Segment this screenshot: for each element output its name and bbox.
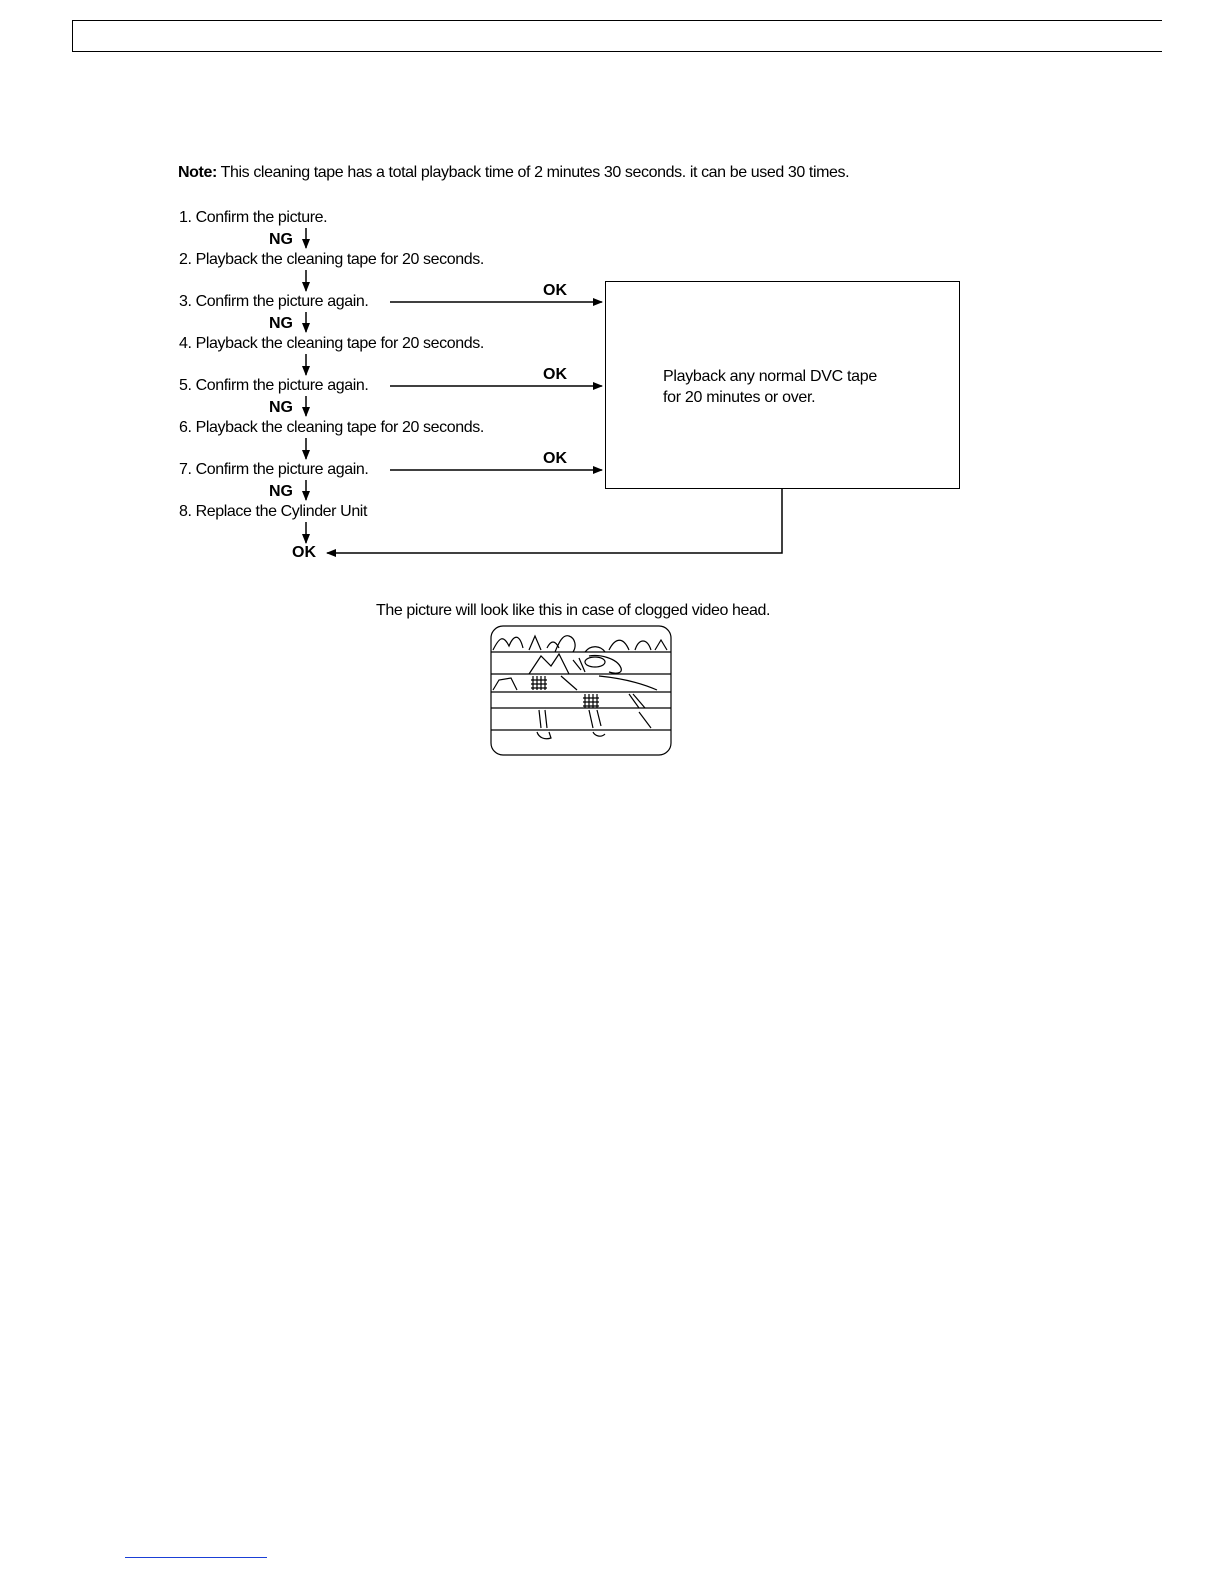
step-2: 2. Playback the cleaning tape for 20 sec… [179, 251, 484, 268]
arrow-box-final-ok [326, 489, 783, 557]
ng-label-1: NG [269, 231, 293, 248]
step-1: 1. Confirm the picture. [179, 209, 328, 226]
flowchart-connectors [302, 228, 783, 557]
ok-label-2: OK [543, 366, 567, 383]
step-5: 5. Confirm the picture again. [179, 377, 369, 394]
step-8: 8. Replace the Cylinder Unit [179, 503, 368, 520]
ng-label-3: NG [269, 399, 293, 416]
clogged-head-picture [490, 625, 672, 756]
note-text: This cleaning tape has a total playback … [216, 164, 850, 181]
ok-label-3: OK [543, 450, 567, 467]
result-box: Playback any normal DVC tape for 20 minu… [605, 281, 960, 489]
caption: The picture will look like this in case … [376, 602, 771, 619]
result-line-1: Playback any normal DVC tape [663, 368, 877, 385]
footer-link-line [125, 1557, 267, 1558]
ng-label-2: NG [269, 315, 293, 332]
ng-label-4: NG [269, 483, 293, 500]
step-4: 4. Playback the cleaning tape for 20 sec… [179, 335, 484, 352]
step-7: 7. Confirm the picture again. [179, 461, 369, 478]
result-box-text: Playback any normal DVC tape for 20 minu… [663, 366, 877, 408]
step-3: 3. Confirm the picture again. [179, 293, 369, 310]
note-line: Note: This cleaning tape has a total pla… [178, 164, 850, 182]
note-label: Note: [178, 164, 217, 181]
header-frame [72, 20, 1162, 52]
result-line-2: for 20 minutes or over. [663, 389, 816, 406]
ok-label-1: OK [543, 282, 567, 299]
step-6: 6. Playback the cleaning tape for 20 sec… [179, 419, 484, 436]
ok-label-final: OK [292, 544, 316, 561]
